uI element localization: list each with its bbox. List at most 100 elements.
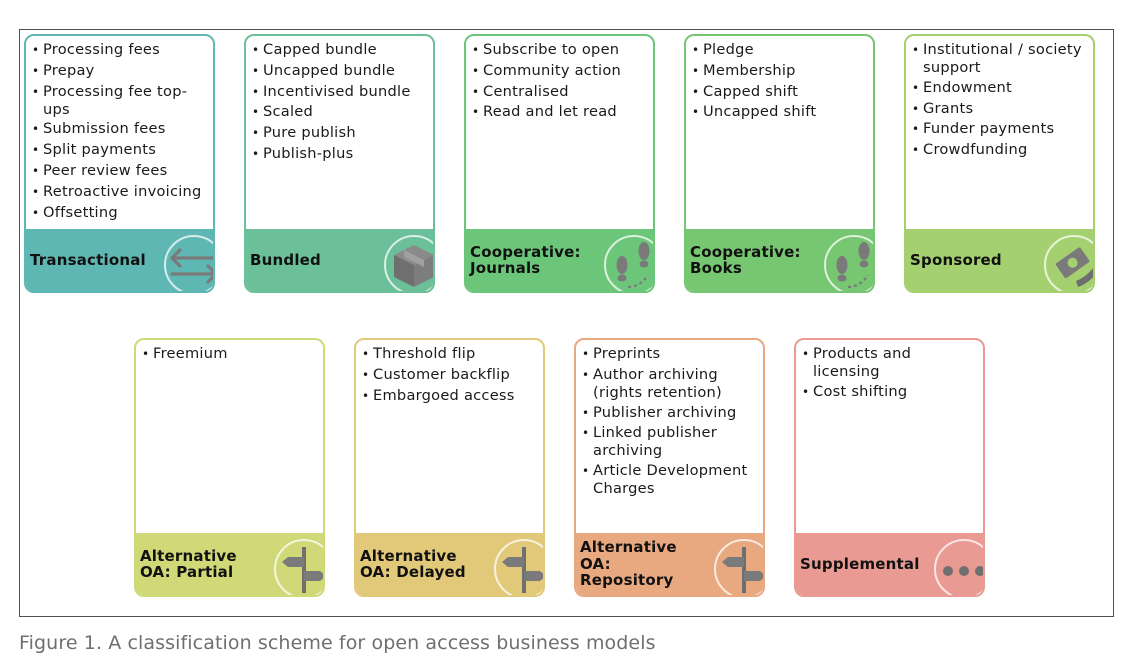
bullet-icon: • <box>582 405 590 420</box>
list-item-text: Pledge <box>703 41 754 58</box>
list-item: •Submission fees <box>32 120 209 138</box>
bullet-icon: • <box>32 84 40 99</box>
list-item-text: Preprints <box>593 345 661 362</box>
category-label: Cooperative: Books <box>690 242 801 277</box>
bullet-icon: • <box>252 126 260 141</box>
bullet-icon: • <box>362 347 370 361</box>
list-item: •Publisher archiving <box>582 404 759 422</box>
card-bundled: •Capped bundle•Uncapped bundle•Incentivi… <box>244 34 435 293</box>
category-label: Transactional <box>30 250 146 269</box>
bullet-icon: • <box>32 63 40 78</box>
list-item-text: Grants <box>923 99 974 117</box>
item-list: •Institutional / society support•Endowme… <box>906 36 1093 159</box>
category-band: Sponsored <box>906 229 1093 291</box>
list-item-text: Prepay <box>43 61 95 79</box>
card-transactional: •Processing fees•Prepay•Processing fee t… <box>24 34 215 293</box>
list-item: •Centralised <box>472 83 649 101</box>
bullet-icon: • <box>582 367 590 382</box>
list-item-text: Submission fees <box>43 120 166 138</box>
bullet-icon: • <box>32 143 40 158</box>
list-item-text: Cost shifting <box>813 382 908 400</box>
card-sponsored: •Institutional / society support•Endowme… <box>904 34 1095 293</box>
list-item-text: Embargoed access <box>373 386 515 404</box>
card-alt-oa-partial: •Freemium Alternative OA: Partial <box>134 338 325 597</box>
list-item: •Processing fees <box>32 41 209 59</box>
category-band: Alternative OA: Repository <box>576 533 763 595</box>
card-alt-oa-repository: •Preprints•Author archiving (rights rete… <box>574 338 765 597</box>
item-list: •Preprints•Author archiving (rights rete… <box>576 340 763 497</box>
list-item-text: Community action <box>483 61 622 79</box>
bullet-icon: • <box>362 388 370 403</box>
list-item-text: Customer backflip <box>373 365 510 383</box>
bullet-icon: • <box>32 184 40 199</box>
list-item: •Article Development Charges <box>582 462 759 497</box>
item-list: •Freemium <box>136 340 323 363</box>
list-item-text: Products and licensing <box>813 345 912 380</box>
list-item-text: Publish-plus <box>263 144 354 162</box>
card-supplemental: •Products and licensing •Cost shifting Su… <box>794 338 985 597</box>
category-band: Alternative OA: Partial <box>136 533 323 595</box>
item-list: •Processing fees•Prepay•Processing fee t… <box>26 36 213 222</box>
list-item-text: Capped bundle <box>263 41 377 58</box>
bullet-icon: • <box>472 43 480 57</box>
category-label: Supplemental <box>800 554 920 573</box>
bullet-icon: • <box>252 105 260 120</box>
bullet-icon: • <box>582 464 590 479</box>
list-item-text: Endowment <box>923 78 1013 96</box>
list-item: •Endowment <box>912 79 1089 97</box>
bullet-icon: • <box>472 63 480 78</box>
list-item: •Pledge <box>692 41 869 59</box>
category-label: Cooperative: Journals <box>470 242 581 277</box>
list-item-text: Author archiving (rights retention) <box>593 365 722 401</box>
list-item: •Membership <box>692 62 869 80</box>
list-item: •Freemium <box>142 345 319 363</box>
list-item: •Scaled <box>252 103 429 121</box>
list-item-text: Uncapped shift <box>703 103 817 121</box>
bullet-icon: • <box>362 367 370 382</box>
bullet-icon: • <box>802 384 810 399</box>
list-item-text: Crowdfunding <box>923 141 1028 159</box>
list-item-text: Processing fees <box>43 41 161 58</box>
list-item: •Threshold flip <box>362 345 539 363</box>
list-item: •Subscribe to open <box>472 41 649 59</box>
list-item-text: Publisher archiving <box>593 403 737 421</box>
bullet-icon: • <box>252 63 260 78</box>
list-item-text: Offsetting <box>43 203 118 221</box>
bullet-icon: • <box>912 80 920 95</box>
bullet-icon: • <box>912 122 920 137</box>
list-item: •Pure publish <box>252 124 429 142</box>
list-item: •Embargoed access <box>362 387 539 405</box>
bullet-icon: • <box>582 347 590 361</box>
bullet-icon: • <box>692 105 700 120</box>
list-item: •Capped shift <box>692 83 869 101</box>
list-item: •Grants <box>912 100 1089 118</box>
item-list: •Pledge•Membership•Capped shift•Uncapped… <box>686 36 873 121</box>
category-label: Bundled <box>250 250 321 269</box>
bullet-icon: • <box>582 426 590 441</box>
list-item: •Products and licensing <box>802 345 979 380</box>
box-icon <box>384 235 433 291</box>
card-cooperative-journals: •Subscribe to open•Community action•Cent… <box>464 34 655 293</box>
item-list: •Subscribe to open•Community action•Cent… <box>466 36 653 121</box>
list-item: •Uncapped shift <box>692 103 869 121</box>
bullet-icon: • <box>252 43 260 57</box>
category-band: Cooperative: Books <box>686 229 873 291</box>
list-item-text: Membership <box>703 61 796 79</box>
list-item-text: Peer review fees <box>43 161 168 179</box>
footsteps-icon <box>824 235 873 291</box>
list-item: •Customer backflip <box>362 366 539 384</box>
item-list: •Capped bundle•Uncapped bundle•Incentivi… <box>246 36 433 163</box>
list-item: •Capped bundle <box>252 41 429 59</box>
list-item-text: Uncapped bundle <box>263 61 396 79</box>
list-item: •Publish-plus <box>252 145 429 163</box>
list-item-text: Retroactive invoicing <box>43 182 202 200</box>
exchange-arrows-icon <box>164 235 213 291</box>
list-item-text: Pure publish <box>263 124 356 142</box>
list-item: •Split payments <box>32 141 209 159</box>
bullet-icon: • <box>912 43 920 57</box>
bullet-icon: • <box>912 101 920 116</box>
list-item: •Processing fee top-ups <box>32 83 209 118</box>
bullet-icon: • <box>32 122 40 137</box>
list-item: •Preprints <box>582 345 759 363</box>
list-item-text: Capped shift <box>703 82 799 100</box>
